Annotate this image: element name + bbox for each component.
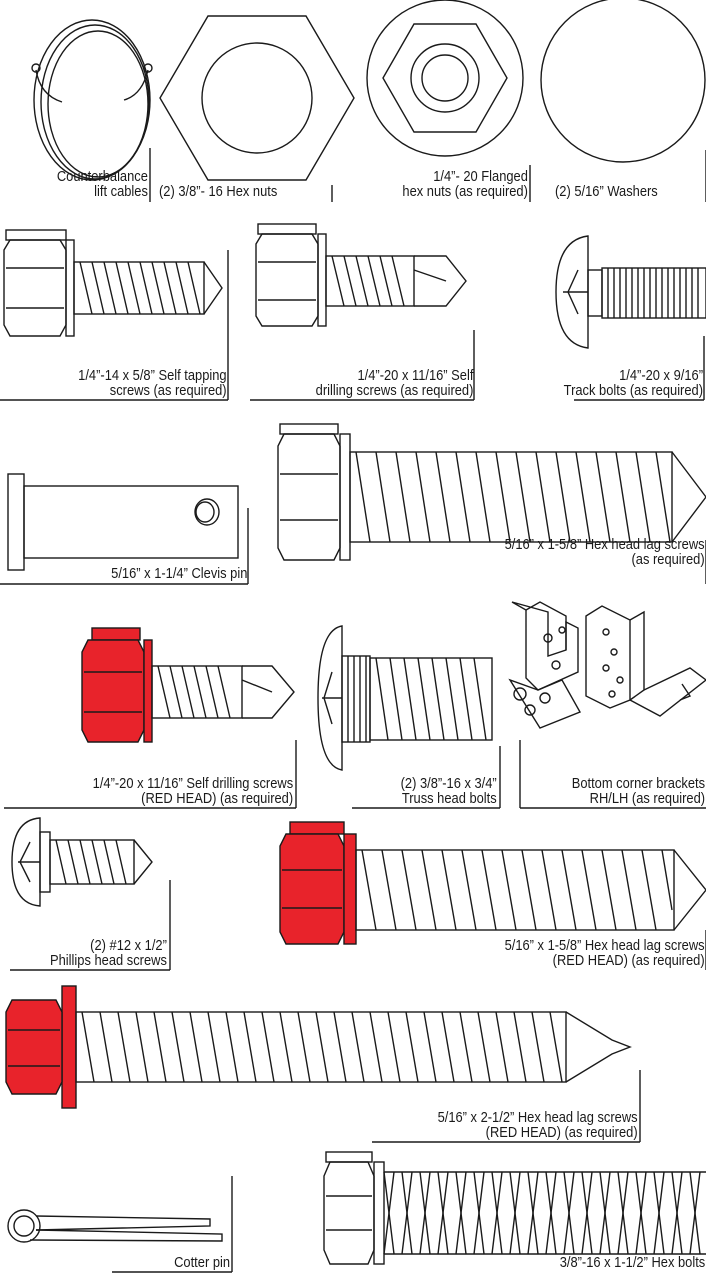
red-long-lag-label-line2: (RED HEAD) (as required) [486,1124,638,1141]
brackets-label-line2: RH/LH (as required) [589,790,705,807]
hex-nuts-label-line1: (2) 3/8”- 16 Hex nuts [159,183,278,200]
red-lag-label-line1: 5/16” x 1-5/8” Hex head lag screws [504,937,705,954]
phillips-label-line2: Phillips head screws [50,952,167,969]
lift-cables-label-line2: lift cables [94,183,148,200]
brackets-label: Bottom corner brackets RH/LH (as require… [572,776,705,806]
hex-bolt-drawing [323,1151,706,1265]
truss-bolts-label: (2) 3/8”-16 x 3/4” Truss head bolts [401,776,497,806]
hex-nut-drawing [159,15,355,202]
red-lag-label: 5/16” x 1-5/8” Hex head lag screws (RED … [505,938,705,968]
truss-head-bolt-drawing [317,625,501,809]
washers-label-line1: (2) 5/16” Washers [555,183,658,200]
red-lag-label-line2: (RED HEAD) (as required) [553,952,705,969]
truss-bolts-label-line2: Truss head bolts [402,790,497,807]
phillips-screw-drawing [10,817,171,971]
washers-label: (2) 5/16” Washers [555,184,658,199]
red-head-long-lag-screw-drawing [5,985,641,1143]
cotter-pin-label: Cotter pin [174,1255,230,1270]
red-long-lag-label-line1: 5/16” x 2-1/2” Hex head lag screws [437,1109,638,1126]
red-drilling-label: 1/4”-20 x 11/16” Self drilling screws (R… [92,776,293,806]
track-bolts-label-line2: Track bolts (as required) [563,382,703,399]
self-tapping-label-line1: 1/4”-14 x 5/8” Self tapping [78,367,227,384]
red-drilling-label-line1: 1/4”-20 x 11/16” Self drilling screws [92,775,293,792]
flanged-nuts-label: 1/4”- 20 Flanged hex nuts (as required) [403,169,528,199]
red-drilling-label-line2: (RED HEAD) (as required) [141,790,293,807]
flanged-nuts-label-line2: hex nuts (as required) [402,183,528,200]
self-tapping-screw-drawing [0,229,229,401]
hex-lag-screw-drawing [277,423,706,584]
red-long-lag-label: 5/16” x 2-1/2” Hex head lag screws (RED … [438,1110,638,1140]
corner-brackets-drawing [508,601,706,809]
clevis-pin-drawing [0,473,249,585]
clevis-pin-label: 5/16” x 1-1/4” Clevis pin [111,566,247,581]
red-head-drilling-screw-drawing [4,627,297,809]
red-head-lag-screw-drawing [279,821,706,970]
lift-cables-label-line1: Counterbalance [56,168,148,185]
hex-bolts-label-line1: 3/8”-16 x 1-1/2” Hex bolts [559,1254,705,1271]
brackets-label-line1: Bottom corner brackets [571,775,705,792]
phillips-label-line1: (2) #12 x 1/2” [90,937,167,954]
hex-nuts-label: (2) 3/8”- 16 Hex nuts [159,184,277,199]
flanged-nut-drawing [366,0,531,202]
flanged-nuts-label-line1: 1/4”- 20 Flanged [433,168,528,185]
track-bolts-label: 1/4”-20 x 9/16” Track bolts (as required… [564,368,703,398]
self-drilling-screw-drawing [250,223,475,401]
washer-drawing [540,0,706,202]
lift-cables-drawing [31,19,153,202]
phillips-label: (2) #12 x 1/2” Phillips head screws [50,938,167,968]
lift-cables-label: Counterbalance lift cables [57,169,148,199]
lag-screws-label-line1: 5/16” x 1-5/8” Hex head lag screws [504,536,705,553]
track-bolts-label-line1: 1/4”-20 x 9/16” [619,367,703,384]
track-bolt-drawing [555,235,706,401]
self-drilling-label: 1/4”-20 x 11/16” Self drilling screws (a… [315,368,473,398]
hex-bolts-label: 3/8”-16 x 1-1/2” Hex bolts [559,1255,705,1270]
lag-screws-label: 5/16” x 1-5/8” Hex head lag screws (as r… [505,537,705,567]
truss-bolts-label-line1: (2) 3/8”-16 x 3/4” [400,775,497,792]
clevis-pin-label-line1: 5/16” x 1-1/4” Clevis pin [110,565,247,582]
cotter-pin-drawing [7,1176,233,1273]
self-drilling-label-line1: 1/4”-20 x 11/16” Self [357,367,473,384]
cotter-pin-label-line1: Cotter pin [174,1254,230,1271]
lag-screws-label-line2: (as required) [631,551,705,568]
self-tapping-label-line2: screws (as required) [110,382,227,399]
self-drilling-label-line2: drilling screws (as required) [315,382,473,399]
self-tapping-label: 1/4”-14 x 5/8” Self tapping screws (as r… [79,368,227,398]
